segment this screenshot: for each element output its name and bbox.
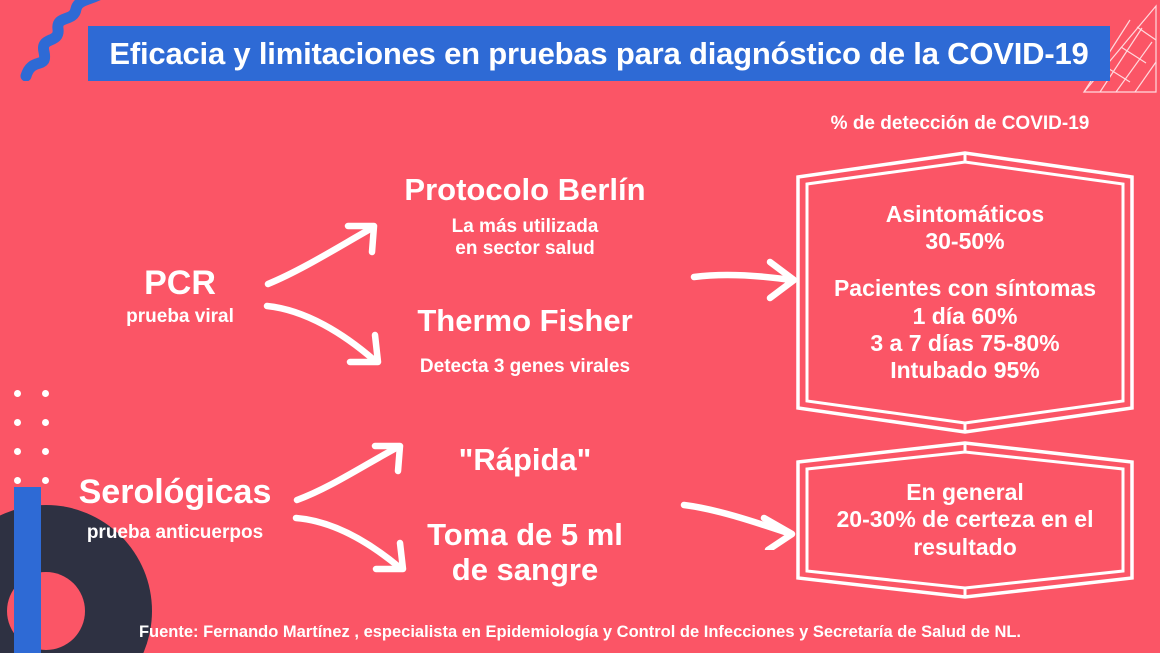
method-name-toma-sangre: Toma de 5 ml de sangre [370,517,680,588]
result-group-b-row-0: 1 día 60% [912,302,1018,329]
method-name-protocolo-berlin: Protocolo Berlín [404,172,646,207]
result-group-a-label: Asintomáticos [885,201,1045,228]
title-banner: Eficacia y limitaciones en pruebas para … [88,26,1110,81]
result-general-line3: resultado [913,533,1017,560]
test-sublabel-pcr: prueba viral [126,306,234,327]
result-group-b-row-2: Intubado 95% [890,356,1040,383]
method-name-thermo-fisher: Thermo Fisher [417,303,633,338]
test-sublabel-serologicas: prueba anticuerpos [86,522,264,543]
dot [14,448,21,455]
page-title: Eficacia y limitaciones en pruebas para … [109,36,1089,71]
method-note-protocolo-berlin: La más utilizada en sector salud [370,216,680,259]
dot [42,390,49,397]
method-name-rapida: "Rápida" [458,442,592,477]
results-banner-pcr-detection: Asintomáticos 30-50% Pacientes con sínto… [795,150,1135,435]
method-name-line2: de sangre [451,552,599,588]
detection-heading: % de detección de COVID-19 [830,113,1090,134]
result-group-b-row-1: 3 a 7 días 75-80% [870,329,1060,356]
dot [42,419,49,426]
method-name-line1: Toma de 5 ml [427,517,623,552]
result-group-a-value: 30-50% [925,228,1005,255]
dot [14,419,21,426]
result-general-line2: 20-30% de certeza en el [836,506,1094,533]
banner-frame-outer [796,441,1134,599]
dot [14,390,21,397]
result-group-b-label: Pacientes con síntomas [833,275,1097,302]
results-banner-text-serologicas: En general 20-30% de certeza en el resul… [823,479,1108,560]
results-banner-serologicas-detection: En general 20-30% de certeza en el resul… [795,440,1135,600]
source-footer: Fuente: Fernando Martínez , especialista… [138,623,1022,641]
spacer [834,255,1096,275]
dot [42,448,49,455]
arrow-pcr-methods-to-detection [690,258,798,302]
test-label-pcr: PCR [144,264,216,302]
method-note-line2: en sector salud [455,237,595,259]
results-banner-text-pcr: Asintomáticos 30-50% Pacientes con sínto… [820,201,1110,384]
method-note-thermo-fisher: Detecta 3 genes virales [419,356,631,377]
result-general-line1: En general [906,479,1024,506]
arrow-serologicas-methods-to-detection [680,501,796,550]
banner-frame-outer [796,151,1134,434]
method-note-line1: La más utilizada [451,216,599,237]
dot [14,477,21,484]
test-label-serologicas: Serológicas [78,473,272,511]
